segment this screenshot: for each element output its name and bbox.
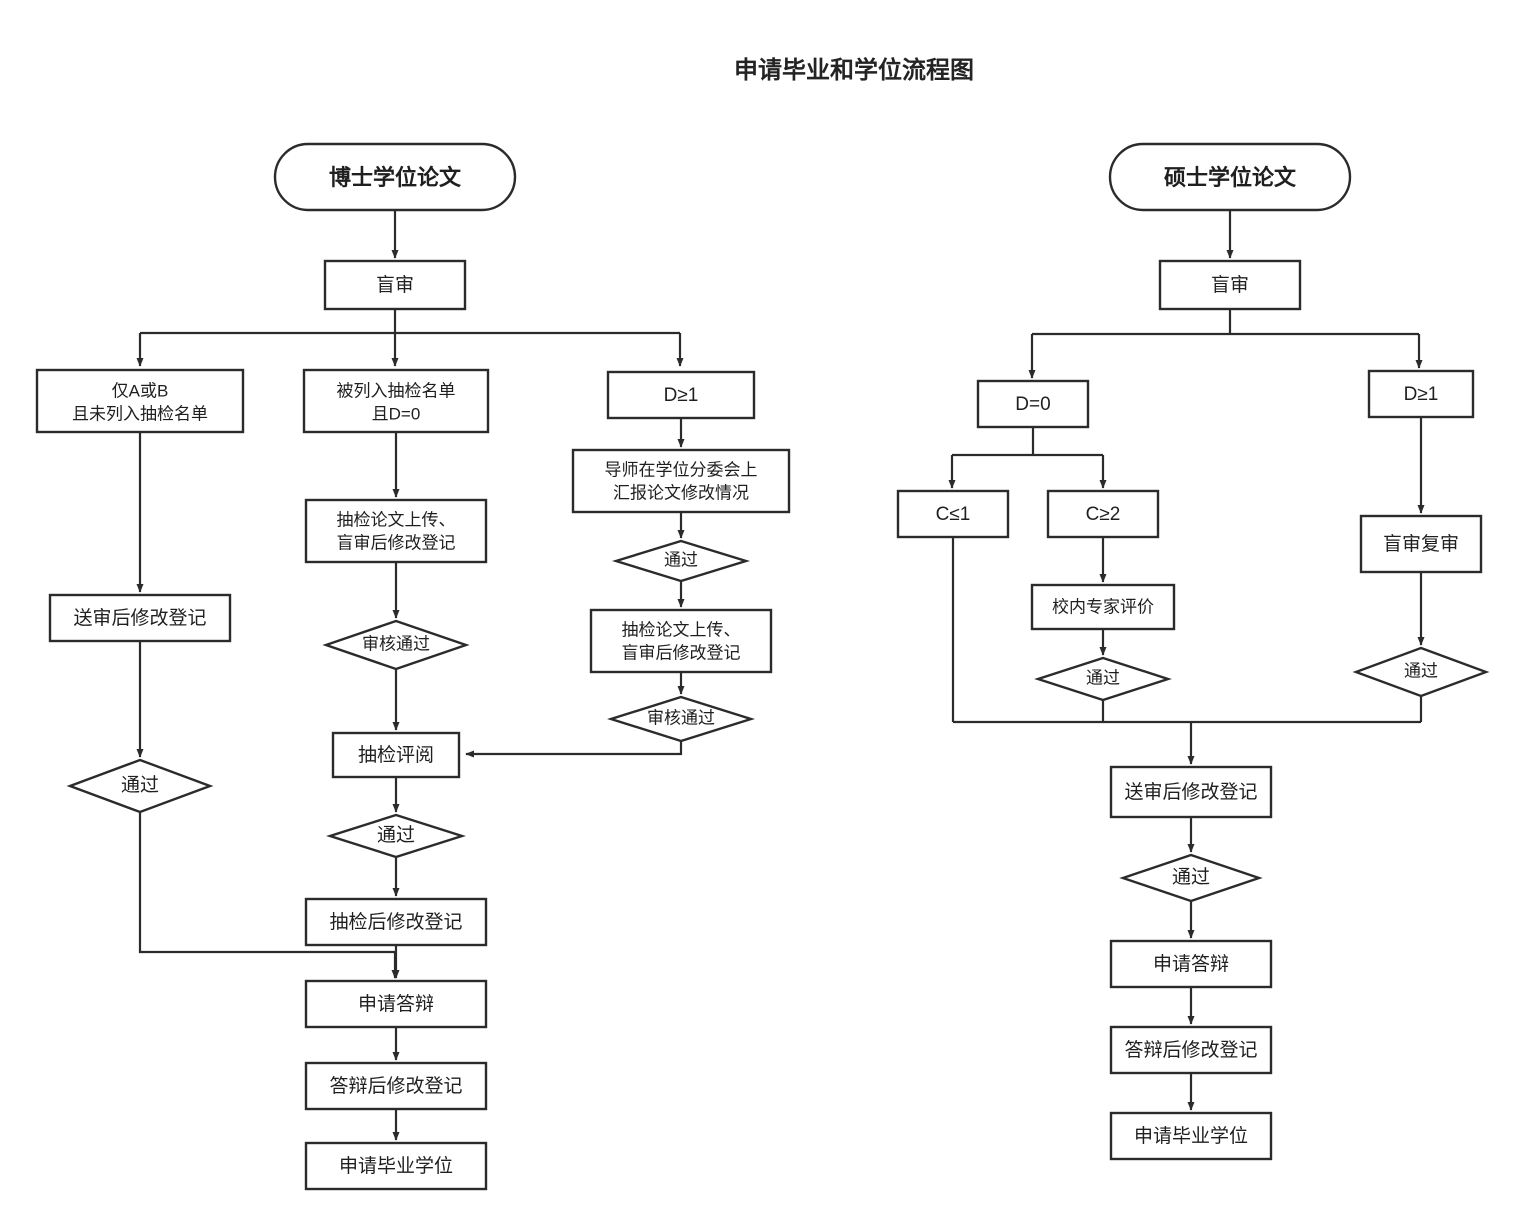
master-apply-defense-label: 申请答辩 <box>1153 953 1229 975</box>
doctoral-post-sample-revise-node[interactable]: 抽检后修改登记 <box>304 897 488 947</box>
doctoral-post-defense-revise-node[interactable]: 答辩后修改登记 <box>304 1061 488 1111</box>
page-title: 申请毕业和学位流程图 <box>734 56 974 84</box>
master-d1-condition-label: D≥1 <box>1404 384 1439 405</box>
doctoral-branch-c-report-line1: 导师在学位分委会上 <box>605 460 758 479</box>
master-c-low-label: C≤1 <box>936 504 971 525</box>
doctoral-blind-review-node[interactable]: 盲审 <box>323 259 467 311</box>
doctoral-branch-c-pass-decision[interactable]: 通过 <box>611 539 751 583</box>
doctoral-apply-degree-label: 申请毕业学位 <box>339 1155 453 1177</box>
master-c-high-node[interactable]: C≥2 <box>1046 489 1160 539</box>
doctoral-blind-review-label: 盲审 <box>376 274 414 296</box>
master-pass-label: 通过 <box>1172 866 1210 888</box>
doctoral-apply-degree-node[interactable]: 申请毕业学位 <box>304 1141 488 1191</box>
doctoral-branch-c-report-line2: 汇报论文修改情况 <box>613 483 749 502</box>
doctoral-branch-c-upload-line2: 盲审后修改登记 <box>622 643 741 662</box>
master-blind-review-label: 盲审 <box>1211 274 1249 296</box>
doctoral-branch-c-upload-line1: 抽检论文上传、 <box>622 620 741 639</box>
doctoral-sample-pass-label: 通过 <box>377 824 415 846</box>
doctoral-apply-defense-node[interactable]: 申请答辩 <box>304 979 488 1029</box>
edge-mas-split-left <box>1032 309 1419 378</box>
doctoral-branch-a-condition-line2: 且未列入抽检名单 <box>72 404 208 423</box>
doctoral-branch-c-audit-label: 审核通过 <box>647 708 715 727</box>
doctoral-sample-review-label: 抽检评阅 <box>358 744 434 766</box>
doctoral-branch-a-condition-node[interactable]: 仅A或B 且未列入抽检名单 <box>35 368 245 434</box>
master-apply-defense-node[interactable]: 申请答辩 <box>1109 939 1273 989</box>
master-c-high-label: C≥2 <box>1086 504 1121 525</box>
master-start-node[interactable]: 硕士学位论文 <box>1108 142 1352 212</box>
doctoral-branch-a-pass-decision[interactable]: 通过 <box>66 758 214 814</box>
master-post-submit-revise-label: 送审后修改登记 <box>1124 781 1257 803</box>
master-expert-eval-label: 校内专家评价 <box>1052 597 1154 616</box>
master-recheck-node[interactable]: 盲审复审 <box>1359 514 1483 574</box>
doctoral-apply-defense-label: 申请答辩 <box>358 993 434 1015</box>
doctoral-branch-c-pass-label: 通过 <box>664 550 698 569</box>
doctoral-branch-c-report-node[interactable]: 导师在学位分委会上 汇报论文修改情况 <box>571 448 791 514</box>
master-post-submit-revise-node[interactable]: 送审后修改登记 <box>1109 765 1273 819</box>
doctoral-branch-b-upload-line2: 盲审后修改登记 <box>337 533 456 552</box>
master-recheck-label: 盲审复审 <box>1383 533 1459 555</box>
doctoral-post-sample-revise-label: 抽检后修改登记 <box>329 911 462 933</box>
doctoral-branch-b-audit-decision[interactable]: 审核通过 <box>322 619 470 671</box>
master-recheck-pass-decision[interactable]: 通过 <box>1352 646 1490 698</box>
doctoral-branch-b-audit-label: 审核通过 <box>362 634 430 653</box>
doctoral-branch-c-audit-decision[interactable]: 审核通过 <box>606 695 756 743</box>
master-blind-review-node[interactable]: 盲审 <box>1158 259 1302 311</box>
master-expert-pass-label: 通过 <box>1086 668 1120 687</box>
doctoral-branch-c-upload-node[interactable]: 抽检论文上传、 盲审后修改登记 <box>589 608 773 674</box>
doctoral-start-node[interactable]: 博士学位论文 <box>273 142 517 212</box>
doctoral-branch-b-condition-line1: 被列入抽检名单 <box>337 381 456 400</box>
master-start-label: 硕士学位论文 <box>1164 165 1297 190</box>
master-apply-degree-node[interactable]: 申请毕业学位 <box>1109 1111 1273 1161</box>
doctoral-branch-c-condition-node[interactable]: D≥1 <box>606 370 756 420</box>
master-recheck-pass-label: 通过 <box>1404 661 1438 680</box>
master-post-defense-revise-label: 答辩后修改登记 <box>1124 1039 1257 1061</box>
doctoral-start-label: 博士学位论文 <box>329 165 462 190</box>
edge-doc-c-join-sample-review <box>465 741 683 758</box>
edge-mas-d0-split-left <box>952 427 1103 488</box>
doctoral-sample-review-node[interactable]: 抽检评阅 <box>331 731 461 779</box>
doctoral-post-defense-revise-label: 答辩后修改登记 <box>329 1075 462 1097</box>
master-post-defense-revise-node[interactable]: 答辩后修改登记 <box>1109 1025 1273 1075</box>
master-d0-condition-label: D=0 <box>1015 394 1050 415</box>
doctoral-sample-pass-decision[interactable]: 通过 <box>326 813 466 859</box>
doctoral-branch-c-condition-label: D≥1 <box>664 385 699 406</box>
master-d1-condition-node[interactable]: D≥1 <box>1367 369 1475 419</box>
doctoral-branch-b-upload-node[interactable]: 抽检论文上传、 盲审后修改登记 <box>304 498 488 564</box>
doctoral-branch-b-upload-line1: 抽检论文上传、 <box>337 510 456 529</box>
doctoral-branch-a-condition-line1: 仅A或B <box>112 381 169 400</box>
master-expert-eval-node[interactable]: 校内专家评价 <box>1030 583 1176 631</box>
master-apply-degree-label: 申请毕业学位 <box>1134 1125 1248 1147</box>
doctoral-branch-a-revise-node[interactable]: 送审后修改登记 <box>48 593 232 643</box>
master-c-low-node[interactable]: C≤1 <box>896 489 1010 539</box>
doctoral-branch-b-condition-node[interactable]: 被列入抽检名单 且D=0 <box>302 368 490 434</box>
edge-doc-split-left <box>140 309 680 366</box>
master-d0-condition-node[interactable]: D=0 <box>976 379 1090 429</box>
master-expert-pass-decision[interactable]: 通过 <box>1034 656 1172 702</box>
doctoral-branch-b-condition-line2: 且D=0 <box>372 404 421 423</box>
master-pass-decision[interactable]: 通过 <box>1119 853 1263 903</box>
doctoral-branch-a-pass-label: 通过 <box>121 774 159 796</box>
edge-mas-merge-bus <box>953 720 1421 764</box>
doctoral-branch-a-revise-label: 送审后修改登记 <box>73 607 206 629</box>
